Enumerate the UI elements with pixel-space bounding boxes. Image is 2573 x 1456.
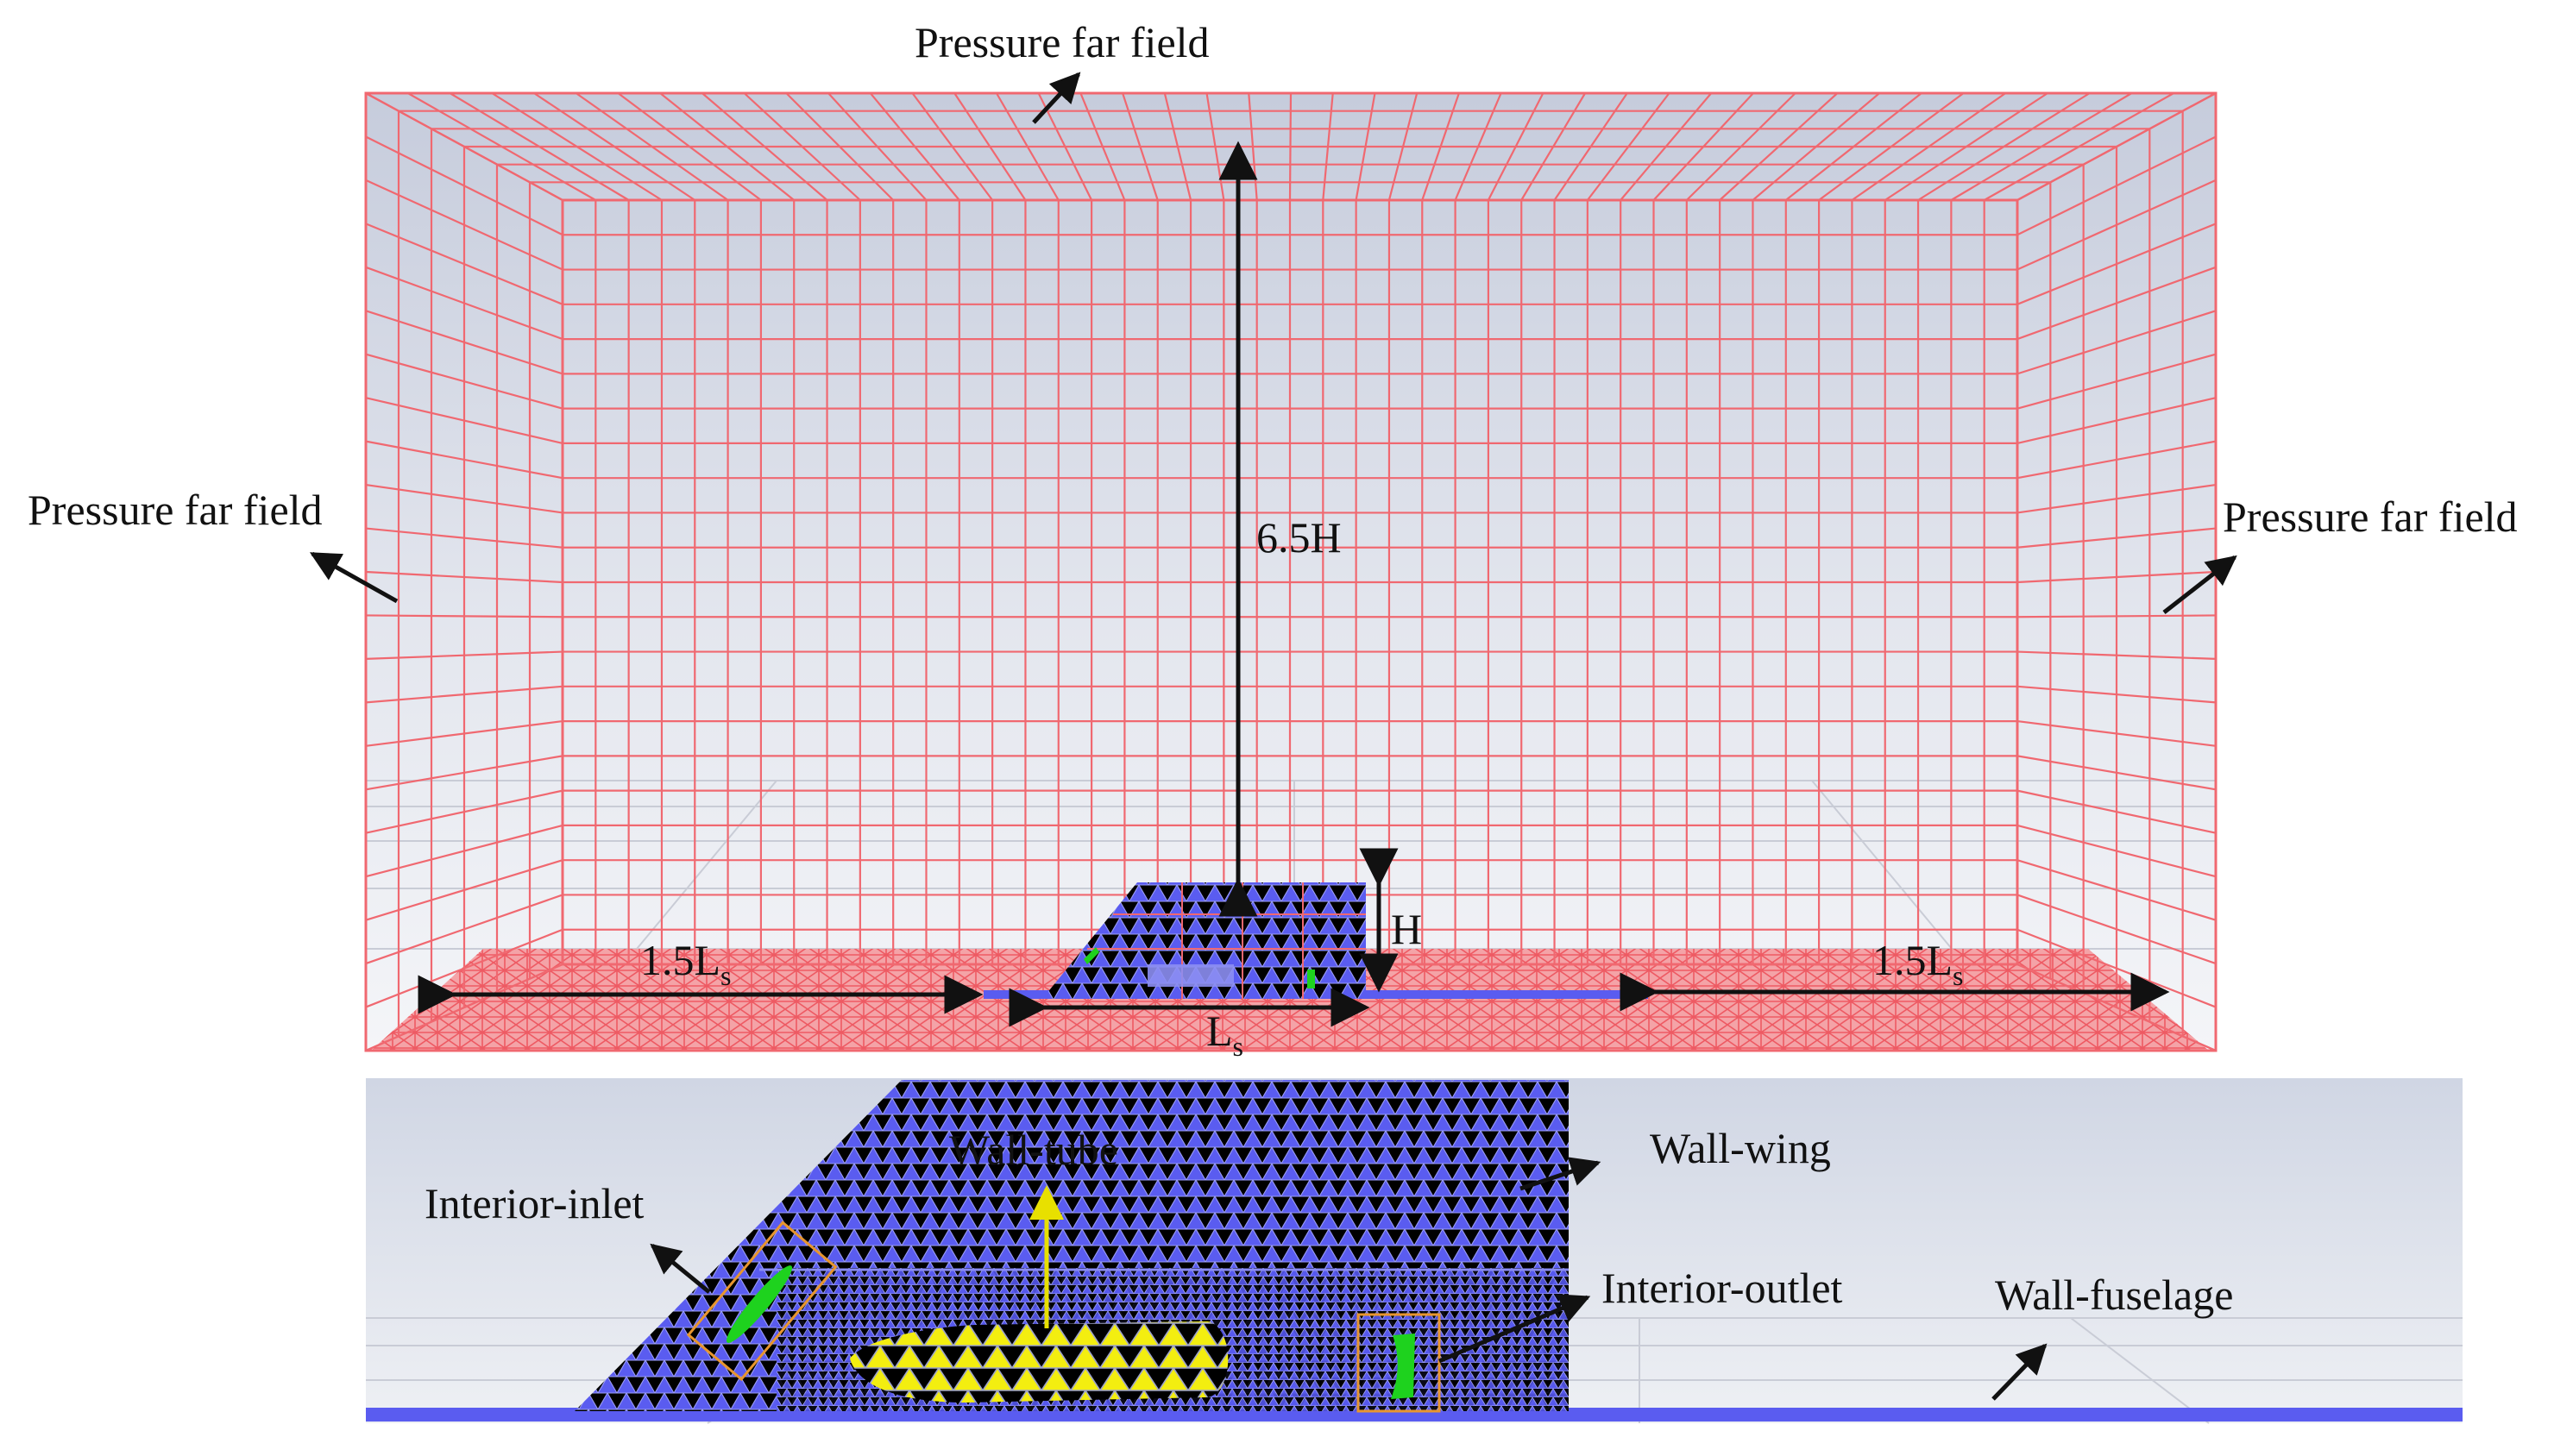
arrow-far-field-right — [2162, 555, 2237, 614]
label-length-right: 1.5Ls — [1872, 936, 1964, 991]
outlet-box — [1356, 1313, 1441, 1413]
wing-block — [1042, 882, 1366, 999]
arrow-wall-wing — [1519, 1157, 1601, 1191]
domain-panel: Pressure far field Pressure far field Pr… — [28, 18, 2518, 1062]
inlet-box — [686, 1221, 838, 1382]
label-wall-wing: Wall-wing — [1650, 1124, 1831, 1172]
tube-region-small — [1148, 964, 1234, 987]
label-far-field-right: Pressure far field — [2223, 493, 2518, 541]
label-far-field-top: Pressure far field — [915, 18, 1210, 66]
label-wall-fuselage: Wall-fuselage — [1995, 1271, 2233, 1319]
far-field-grid — [365, 92, 2217, 1052]
label-far-field-left: Pressure far field — [28, 486, 323, 534]
inlet-marker-small — [1084, 947, 1099, 964]
outlet-marker-small — [1307, 970, 1315, 988]
label-interior-inlet: Interior-inlet — [425, 1179, 645, 1227]
arrow-wall-fuselage — [1991, 1343, 2048, 1401]
tube-mesh — [850, 1321, 1229, 1403]
arrow-interior-inlet — [650, 1243, 711, 1294]
label-length-center: Ls — [1206, 1007, 1243, 1062]
label-interior-outlet: Interior-outlet — [1601, 1264, 1843, 1312]
label-wall-tube: Wall-tube — [949, 1126, 1118, 1174]
zoom-panel: Wall-tube Wall-wing Interior-inlet Inter… — [366, 1078, 2463, 1424]
label-6-5h: 6.5H — [1256, 513, 1342, 562]
arrow-far-field-left — [309, 551, 399, 604]
arrow-interior-outlet — [1438, 1294, 1591, 1364]
label-length-left: 1.5Ls — [640, 936, 732, 991]
arrow-far-field-top — [1032, 72, 1081, 124]
outlet-marker — [1391, 1334, 1415, 1399]
label-h: H — [1391, 905, 1422, 953]
